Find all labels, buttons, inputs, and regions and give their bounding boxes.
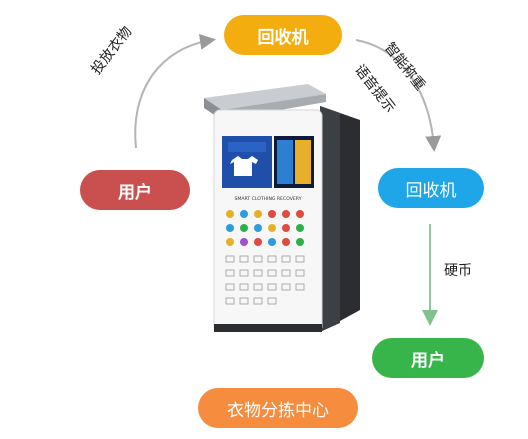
node-user-left: 用户: [80, 170, 190, 210]
clothing-outline-grid: [225, 255, 305, 305]
label-coin: 硬币: [444, 263, 472, 279]
node-recycler-top: 回收机: [224, 15, 342, 55]
machine-front-title: SMART CLOTHING RECOVERY: [234, 196, 301, 202]
color-dot-grid: [226, 210, 304, 246]
arrow-recycler-to-recycler: [355, 39, 442, 152]
node-user-right: 用户: [372, 338, 484, 378]
node-sorting-center: 衣物分拣中心: [198, 388, 358, 428]
recycling-machine-image: SMART CLOTHING RECOVERY: [204, 84, 360, 332]
arrow-user-to-recycler: [134, 33, 216, 149]
node-recycler-right: 回收机: [378, 168, 484, 208]
